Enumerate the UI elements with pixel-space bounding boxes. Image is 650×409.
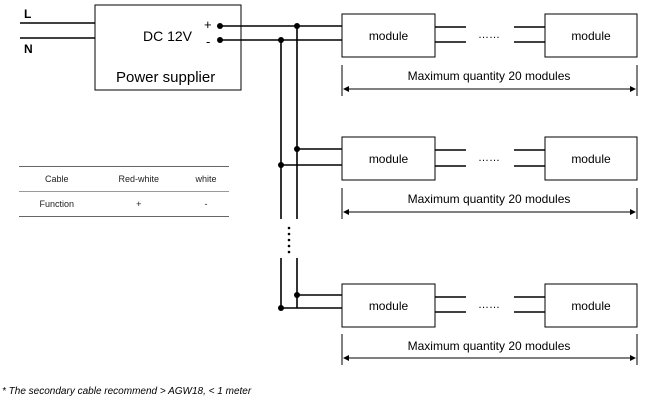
module-label: module — [369, 29, 409, 43]
plus-label: + — [204, 17, 212, 32]
module-label: module — [369, 152, 409, 166]
table-header-row: Cable Red-white white — [19, 166, 229, 192]
module-label: module — [571, 299, 611, 313]
module-label: module — [571, 152, 611, 166]
quantity-label: Maximum quantity 20 modules — [408, 192, 571, 206]
continuation-dot — [287, 238, 291, 242]
table-cell: Function — [19, 191, 95, 217]
series-dots: …… — [478, 29, 500, 41]
table-cell: - — [183, 191, 229, 217]
n-input-label: N — [24, 42, 33, 56]
minus-label: - — [206, 34, 210, 49]
module-box — [341, 283, 436, 328]
junction-dot — [294, 146, 300, 152]
junction-dot — [278, 305, 284, 311]
junction-dot — [294, 292, 300, 298]
arrow-head-left — [343, 355, 349, 361]
table-header-cell: Red-white — [94, 166, 184, 192]
continuation-dot — [287, 232, 291, 236]
table-cell: + — [94, 191, 184, 217]
continuation-dot — [287, 250, 291, 254]
module-box — [544, 13, 638, 58]
continuation-dot — [287, 226, 291, 230]
module-label: module — [571, 29, 611, 43]
continuation-dot — [287, 244, 291, 248]
table-header-cell: Cable — [19, 166, 95, 192]
power-supply-box — [94, 4, 242, 91]
series-dots: …… — [478, 299, 500, 311]
cable-function-table: Cable Red-white white Function + - — [19, 166, 229, 217]
voltage-label: DC 12V — [143, 28, 193, 44]
quantity-label: Maximum quantity 20 modules — [408, 339, 571, 353]
arrow-head-left — [343, 209, 349, 215]
module-box — [544, 136, 638, 181]
series-dots: …… — [478, 152, 500, 164]
cable-footnote: * The secondary cable recommend > AGW18,… — [2, 386, 252, 397]
module-label: module — [369, 299, 409, 313]
arrow-head-right — [630, 209, 636, 215]
module-box — [341, 136, 436, 181]
junction-dot — [278, 162, 284, 168]
arrow-head-left — [343, 86, 349, 92]
arrow-head-right — [630, 86, 636, 92]
module-box — [341, 13, 436, 58]
table-header-cell: white — [183, 166, 229, 192]
quantity-label: Maximum quantity 20 modules — [408, 69, 571, 83]
l-input-label: L — [24, 7, 31, 21]
arrow-head-right — [630, 355, 636, 361]
table-row: Function + - — [19, 191, 229, 217]
power-supply-name: Power supplier — [116, 69, 215, 86]
module-box — [544, 283, 638, 328]
